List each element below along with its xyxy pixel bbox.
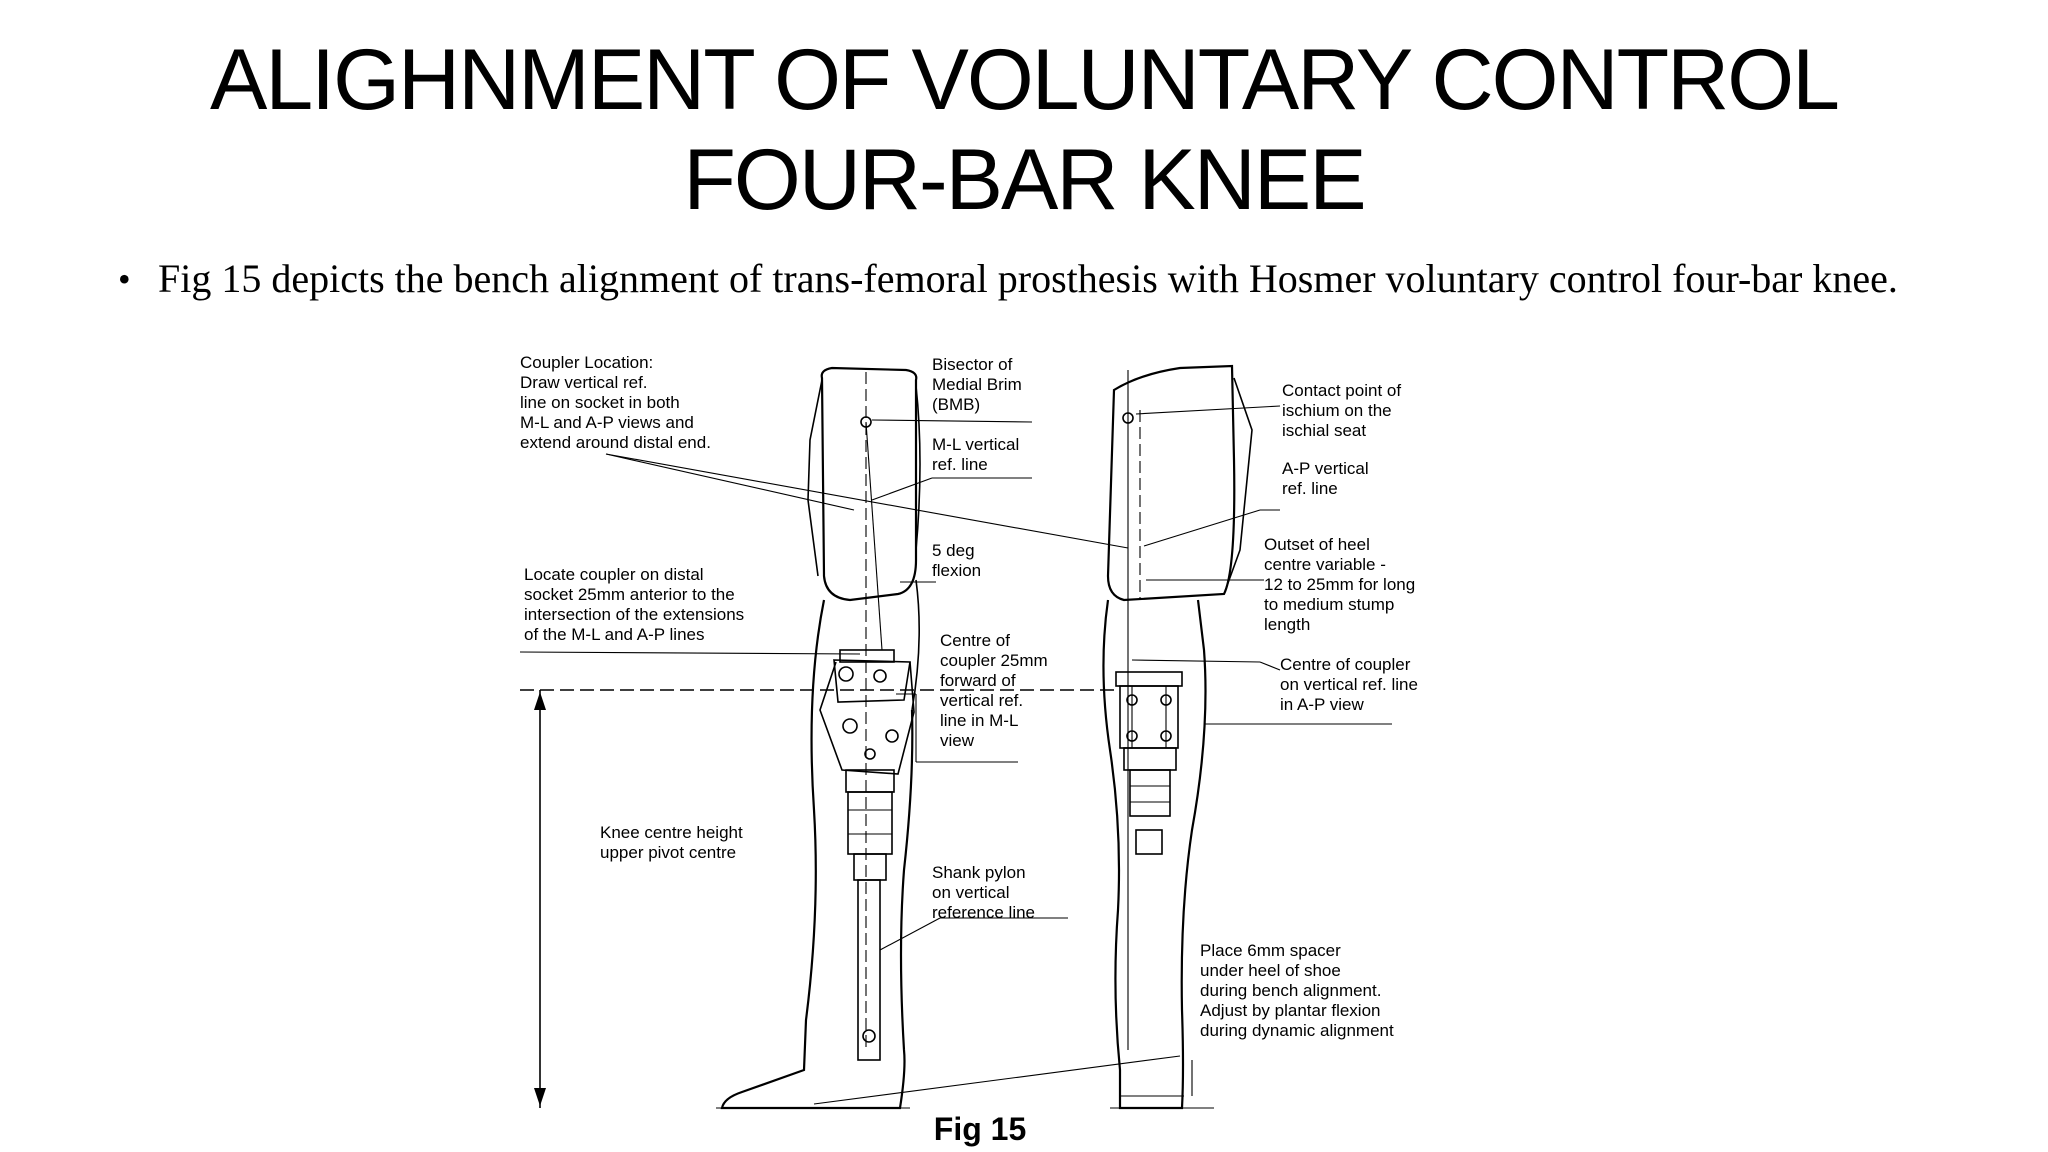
slide-title: ALIGHNMENT OF VOLUNTARY CONTROL FOUR-BAR… bbox=[0, 30, 2048, 230]
knee-centre-height-label: Knee centre height upper pivot centre bbox=[600, 823, 747, 862]
title-line-1: ALIGHNMENT OF VOLUNTARY CONTROL bbox=[209, 32, 1840, 128]
title-line-2: FOUR-BAR KNEE bbox=[683, 132, 1366, 228]
ap-view-leg bbox=[1102, 364, 1253, 1110]
prosthesis-diagram: Coupler Location: Draw vertical ref. lin… bbox=[520, 353, 1423, 1110]
prosthesis-alignment-figure: Coupler Location: Draw vertical ref. lin… bbox=[520, 350, 1440, 1110]
centre-coupler-ap-label: Centre of coupler on vertical ref. line … bbox=[1280, 655, 1423, 714]
bullet-text: Fig 15 depicts the bench alignment of tr… bbox=[158, 256, 1898, 301]
spacer-label: Place 6mm spacer under heel of shoe duri… bbox=[1200, 941, 1394, 1040]
locate-coupler-label: Locate coupler on distal socket 25mm ant… bbox=[524, 565, 749, 644]
ml-view-leg bbox=[716, 366, 921, 1110]
shank-pylon-label: Shank pylon on vertical reference line bbox=[932, 863, 1035, 922]
leader-lines bbox=[520, 405, 1392, 1108]
ml-vertical-label: M-L vertical ref. line bbox=[932, 435, 1024, 474]
figure-caption: Fig 15 bbox=[933, 1111, 1027, 1147]
flexion-label: 5 deg flexion bbox=[932, 541, 981, 580]
ap-vertical-label: A-P vertical ref. line bbox=[1282, 459, 1373, 498]
coupler-location-label: Coupler Location: Draw vertical ref. lin… bbox=[520, 353, 711, 452]
outset-heel-label: Outset of heel centre variable - 12 to 2… bbox=[1264, 535, 1420, 634]
contact-point-label: Contact point of ischium on the ischial … bbox=[1282, 381, 1406, 440]
bisector-label: Bisector of Medial Brim (BMB) bbox=[932, 355, 1026, 414]
centre-coupler-ml-label: Centre of coupler 25mm forward of vertic… bbox=[940, 631, 1052, 750]
bullet-item: • Fig 15 depicts the bench alignment of … bbox=[118, 256, 1908, 302]
bullet-marker: • bbox=[118, 259, 131, 299]
